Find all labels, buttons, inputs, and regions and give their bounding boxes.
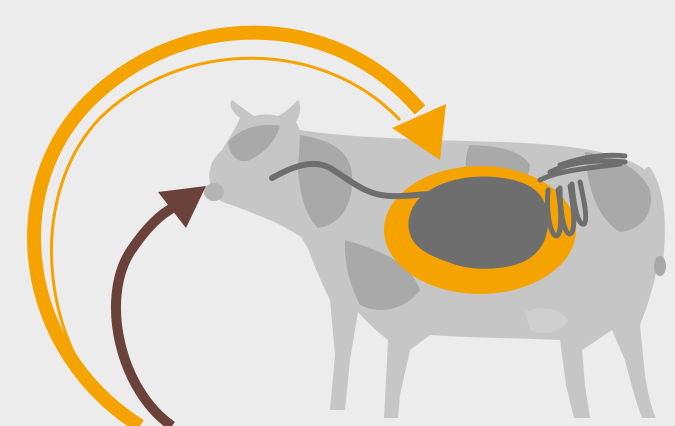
cow-tail-tuft	[654, 256, 666, 276]
cow-muzzle	[204, 183, 224, 201]
